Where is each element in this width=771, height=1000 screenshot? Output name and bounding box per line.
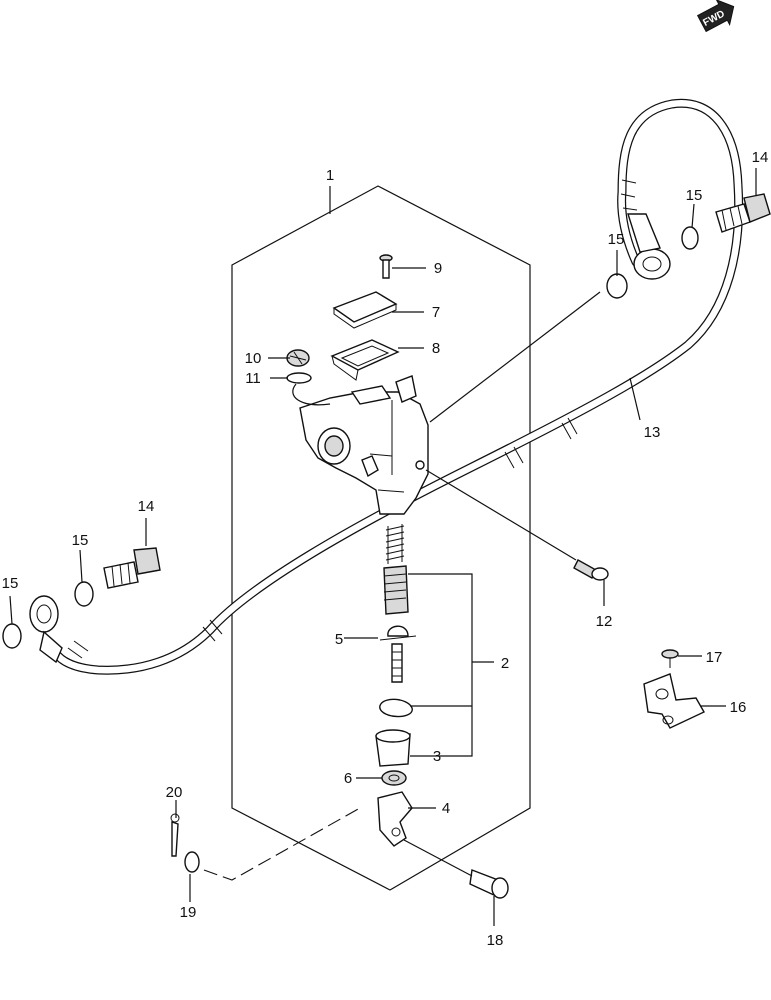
callout-15-right-lower: 15	[608, 231, 625, 248]
callout-1: 1	[326, 167, 334, 184]
fwd-direction-badge: FWD	[696, 0, 735, 33]
sealing-washer-15c	[74, 581, 94, 607]
hose-connector-fitting	[286, 349, 310, 367]
union-bolt-right	[715, 193, 771, 233]
callout-15-right-top: 15	[686, 187, 703, 204]
master-cylinder-body	[299, 375, 429, 515]
assembly-outline	[231, 185, 531, 891]
union-bolt-left	[103, 547, 161, 589]
callout-11: 11	[245, 370, 261, 387]
piston-assembly	[375, 524, 417, 847]
callout-6: 6	[344, 770, 352, 787]
leader-lines	[9, 168, 757, 926]
banjo-bolt-12	[573, 559, 609, 581]
hose-banjo-bottom	[29, 595, 63, 664]
callout-14-right: 14	[752, 149, 769, 166]
callout-15-left-lower: 15	[2, 575, 19, 592]
callout-16: 16	[730, 699, 747, 716]
reservoir-cap	[332, 291, 398, 323]
sealing-washer-15b	[606, 273, 628, 299]
callout-19: 19	[180, 904, 197, 921]
callout-15-left-upper: 15	[72, 532, 89, 549]
callout-9: 9	[434, 260, 442, 277]
callout-13: 13	[644, 424, 661, 441]
callout-2: 2	[501, 655, 509, 672]
hose-clip	[286, 372, 312, 384]
reservoir-bracket	[643, 673, 705, 729]
callout-12: 12	[596, 613, 613, 630]
callout-8: 8	[432, 340, 440, 357]
callout-3: 3	[433, 748, 441, 765]
reservoir-diaphragm	[330, 339, 400, 381]
sealing-washer-15a	[681, 226, 699, 250]
callout-20: 20	[166, 784, 183, 801]
callout-10: 10	[245, 350, 262, 367]
callout-5: 5	[335, 631, 343, 648]
clevis-pin	[469, 869, 509, 899]
cotter-pin	[170, 813, 180, 857]
brake-hose	[29, 98, 744, 675]
callout-4: 4	[442, 800, 450, 817]
callout-17: 17	[706, 649, 723, 666]
part-callouts: 1 9 7 8 10 11 14 15 15 13 14 15 15 12 5 …	[2, 149, 769, 949]
clevis-washer	[184, 851, 200, 873]
bracket-screw	[661, 649, 679, 668]
callout-14-left: 14	[138, 498, 155, 515]
callout-7: 7	[432, 304, 440, 321]
hose-banjo-top	[627, 213, 671, 280]
fwd-arrow-icon: FWD	[696, 0, 735, 33]
sealing-washer-15d	[2, 623, 22, 649]
callout-18: 18	[487, 932, 504, 949]
reservoir-screw	[379, 254, 393, 279]
